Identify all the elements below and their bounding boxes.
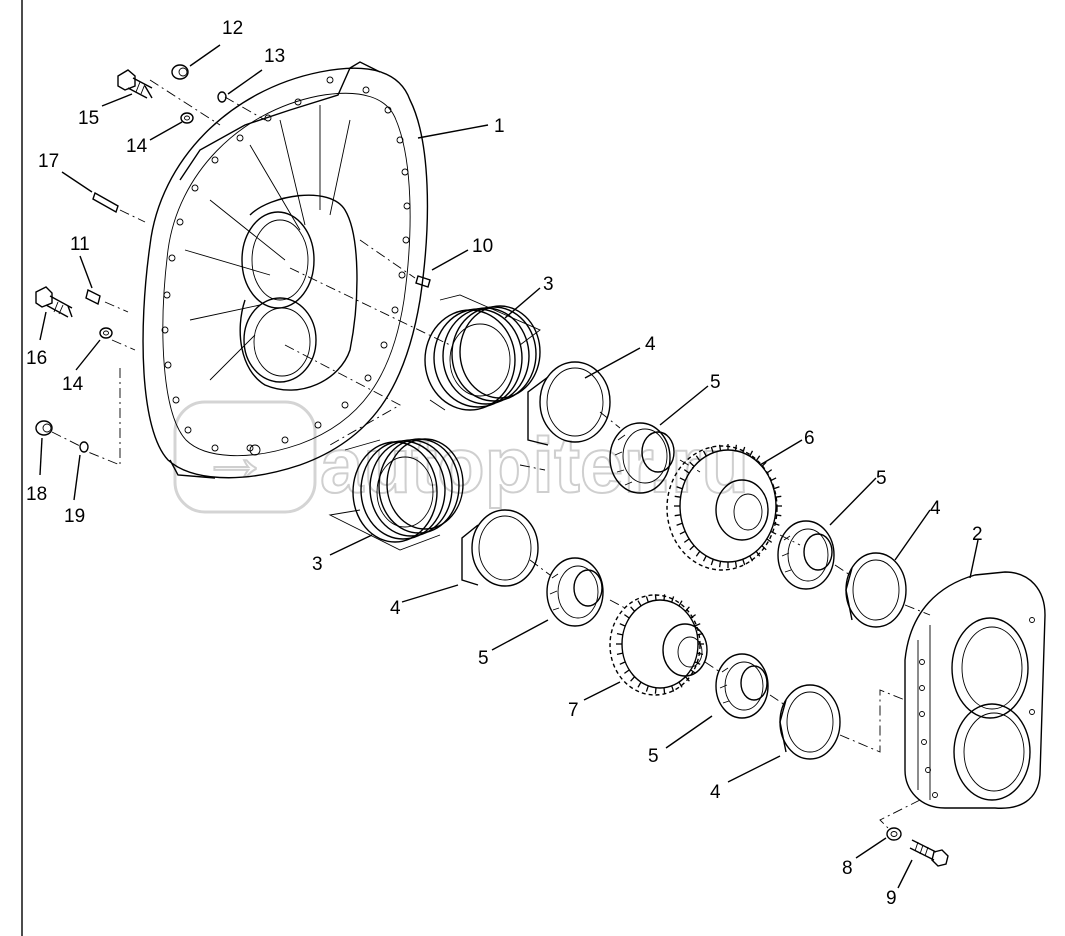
callout-7: 7	[568, 700, 579, 721]
callout-8: 8	[842, 858, 853, 879]
callout-9: 9	[886, 888, 897, 909]
part-10-pin	[415, 275, 431, 288]
part-4-cup-a	[527, 361, 611, 446]
callout-10: 10	[472, 236, 493, 257]
part-3-spring-upper	[424, 294, 541, 411]
callout-17: 17	[38, 151, 59, 172]
callout-labels: 12 13 15 1 14 17 11 10 3 16 14 4 5 6 5 1…	[26, 18, 983, 909]
part-5-bearing-b	[777, 520, 835, 590]
gear-7-teeth	[616, 594, 704, 694]
part-15-bolt	[117, 69, 153, 99]
callout-5-b: 5	[876, 468, 887, 489]
callout-5-d: 5	[648, 746, 659, 767]
leader-lines	[39, 44, 979, 889]
assembly-centerlines	[51, 79, 931, 831]
part-14-washer-lower	[99, 327, 113, 339]
callout-4-a: 4	[645, 334, 656, 355]
callout-19: 19	[64, 506, 85, 527]
part-1-housing	[142, 61, 429, 479]
part-8-washer	[886, 827, 902, 841]
callout-15: 15	[78, 108, 99, 129]
part-5-bearing-c	[546, 557, 604, 627]
part-13-washer	[217, 91, 227, 103]
callout-14-upper: 14	[126, 136, 148, 157]
callout-4-d: 4	[710, 782, 721, 803]
callout-12: 12	[222, 18, 243, 39]
part-5-bearing-a	[609, 422, 675, 494]
part-7-small-gear	[609, 594, 708, 696]
part-14-washer-upper	[180, 112, 194, 124]
callout-2: 2	[972, 524, 983, 545]
part-19-washer	[79, 441, 89, 453]
callout-14-lower: 14	[62, 374, 84, 395]
callout-16: 16	[26, 348, 47, 369]
part-4-cup-d	[779, 684, 841, 760]
part-4-cup-c	[845, 552, 907, 628]
callout-18: 18	[26, 484, 47, 505]
watermark-text: autopiter.ru	[320, 421, 749, 509]
part-9-bolt	[909, 839, 949, 867]
part-17-pin	[92, 191, 119, 214]
gear-6-teeth	[674, 444, 782, 568]
part-16-bolt	[35, 286, 73, 318]
callout-11: 11	[70, 234, 90, 255]
part-18-nut	[35, 420, 53, 436]
callout-3-upper: 3	[543, 274, 554, 295]
part-3-spring-lower	[328, 438, 464, 551]
callout-4-b: 4	[930, 498, 941, 519]
part-12-nut	[171, 64, 189, 80]
callout-6: 6	[804, 428, 815, 449]
callout-13: 13	[264, 46, 285, 67]
part-4-cup-b	[461, 509, 539, 587]
callout-4-c: 4	[390, 598, 401, 619]
part-5-bearing-d	[715, 653, 769, 719]
callout-3-lower: 3	[312, 554, 323, 575]
callout-1: 1	[494, 116, 505, 137]
callout-5-c: 5	[478, 648, 489, 669]
part-2-end-cover	[904, 571, 1046, 809]
callout-5-a: 5	[710, 372, 721, 393]
part-11-sleeve	[85, 288, 101, 306]
